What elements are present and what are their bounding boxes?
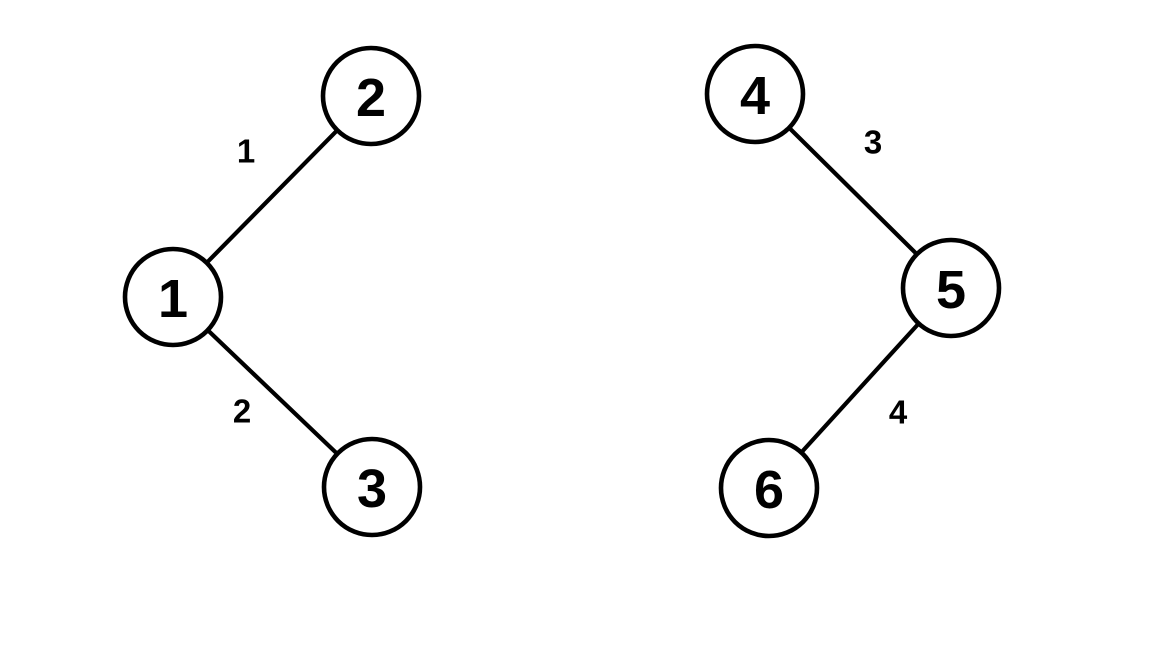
edge-weight-label-1-3: 2 — [233, 393, 251, 430]
graph-edge-5-6 — [799, 321, 921, 455]
graph-edge-4-5 — [787, 125, 919, 257]
node-label-5: 5 — [936, 260, 966, 320]
edges-layer — [204, 125, 921, 456]
graph-edge-1-3 — [205, 328, 340, 456]
graph-node-2[interactable]: 2 — [320, 45, 422, 147]
graph-node-3[interactable]: 3 — [321, 436, 423, 538]
graph-node-6[interactable]: 6 — [718, 437, 820, 539]
node-circle-3[interactable] — [321, 436, 423, 538]
graph-edge-1-2 — [204, 128, 340, 265]
node-label-4: 4 — [740, 66, 770, 126]
edge-labels-layer: 1 2 3 4 — [233, 124, 908, 431]
node-label-2: 2 — [356, 68, 386, 128]
node-circle-5[interactable] — [900, 237, 1002, 339]
graph-node-1[interactable]: 1 — [122, 246, 224, 348]
node-circle-1[interactable] — [122, 246, 224, 348]
edge-weight-label-1-2: 1 — [237, 133, 255, 170]
node-circle-6[interactable] — [718, 437, 820, 539]
node-label-3: 3 — [357, 459, 387, 519]
node-label-6: 6 — [754, 460, 784, 520]
node-circle-2[interactable] — [320, 45, 422, 147]
edge-weight-label-4-5: 3 — [864, 124, 882, 161]
graph-node-5[interactable]: 5 — [900, 237, 1002, 339]
node-label-1: 1 — [158, 269, 188, 329]
graph-node-4[interactable]: 4 — [704, 43, 806, 145]
nodes-layer: 1 2 3 4 5 6 — [122, 43, 1002, 539]
edge-weight-label-5-6: 4 — [889, 394, 908, 431]
node-circle-4[interactable] — [704, 43, 806, 145]
